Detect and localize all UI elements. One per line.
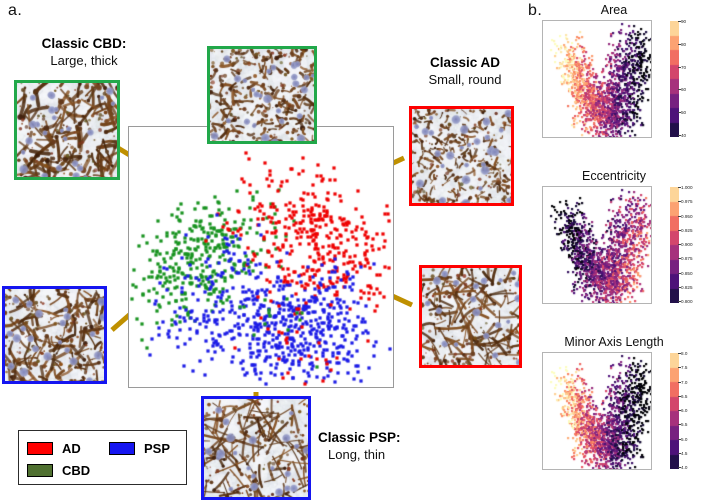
histology-image-ad-right xyxy=(422,268,519,365)
panel-b-letter: b. xyxy=(528,2,543,19)
psp-inset-bottom xyxy=(201,396,311,500)
panel-a-letter: a. xyxy=(8,2,23,19)
mini-plot-minor-axis-length xyxy=(542,352,652,470)
colorbar-tick-label: 0.925 xyxy=(678,227,693,233)
colorbar-tick-label: 4.0 xyxy=(677,465,688,470)
colorbar-tick-label: 6.0 xyxy=(677,408,688,413)
colorbar-area xyxy=(670,21,679,137)
mini-chart-eccentricity: Eccentricity 1.000 0.975 0.950 0.925 0.900 0.… xyxy=(520,168,708,304)
tsne-main-canvas xyxy=(129,127,393,387)
legend-label-cbd: CBD xyxy=(62,462,91,478)
legend: AD PSP CBD xyxy=(18,430,187,485)
cbd-inset-top xyxy=(207,46,317,144)
ad-inset-right xyxy=(419,265,522,368)
panel-a-tsne-overview: a. Classic CBD: Large, thick Classic AD … xyxy=(2,2,522,500)
colorbar-tick-label: 70 xyxy=(677,64,687,70)
annotation-ad-title: Classic AD xyxy=(429,55,501,70)
tsne-main-plot xyxy=(128,126,394,388)
colorbar-tick-label: 4.5 xyxy=(677,450,688,456)
histology-image-psp-bottom xyxy=(204,399,308,497)
mini-chart-minor-axis-length: Minor Axis Length 8.0 7.5 7.0 6.5 6.0 5.5 5.0 4… xyxy=(520,334,708,470)
legend-swatch-psp xyxy=(109,441,135,455)
colorbar-tick-label: 40 xyxy=(677,133,687,138)
colorbar-ticks-minor-axis-length: 8.0 7.5 7.0 6.5 6.0 5.5 5.0 4.5 4.0 xyxy=(677,351,708,470)
histology-image-cbd-top xyxy=(210,49,314,141)
histology-image-ad-top xyxy=(412,109,511,203)
mini-canvas-eccentricity xyxy=(543,187,651,303)
mini-canvas-area xyxy=(543,21,651,137)
colorbar-tick-label: 1.000 xyxy=(678,185,693,190)
colorbar-tick-label: 5.5 xyxy=(677,422,688,428)
histology-image-cbd-left xyxy=(17,83,117,177)
mini-chart-eccentricity-title: Eccentricity xyxy=(582,169,646,183)
mini-chart-minor-axis-length-title: Minor Axis Length xyxy=(564,335,664,349)
legend-swatch-cbd xyxy=(27,463,53,477)
annotation-ad-desc: Small, round xyxy=(428,71,502,87)
annotation-psp-title: Classic PSP: xyxy=(318,430,401,445)
annotation-classic-cbd: Classic CBD: Large, thick xyxy=(14,36,154,69)
mini-canvas-minor-axis-length xyxy=(543,353,651,469)
legend-item-cbd: CBD xyxy=(27,463,109,478)
colorbar-tick-label: 0.975 xyxy=(678,199,693,205)
colorbar-tick-label: 90 xyxy=(677,19,687,24)
colorbar-tick-label: 7.5 xyxy=(677,365,688,371)
colorbar-tick-label: 0.950 xyxy=(678,213,693,219)
legend-label-ad: AD xyxy=(62,440,81,456)
mini-chart-area: Area 90 80 70 60 50 40 xyxy=(520,2,708,138)
colorbar-tick-label: 6.5 xyxy=(677,393,688,399)
legend-item-ad: AD xyxy=(27,441,109,456)
annotation-cbd-desc: Large, thick xyxy=(50,52,118,68)
legend-label-psp: PSP xyxy=(144,440,171,456)
colorbar-tick-label: 0.825 xyxy=(678,284,693,290)
histology-image-psp-left xyxy=(5,289,104,381)
mini-plot-area xyxy=(542,20,652,138)
cbd-inset-left xyxy=(14,80,120,180)
legend-item-psp: PSP xyxy=(109,441,170,456)
colorbar-tick-label: 0.850 xyxy=(678,270,693,276)
colorbar-tick-label: 80 xyxy=(677,41,687,47)
psp-inset-left xyxy=(2,286,107,384)
panel-b-feature-maps: b. Area 90 80 70 60 50 40 Eccentricity 1.000 0… xyxy=(520,0,708,503)
colorbar-tick-label: 60 xyxy=(677,87,687,93)
colorbar-tick-label: 0.800 xyxy=(678,299,693,304)
colorbar-eccentricity xyxy=(670,187,679,303)
ad-inset-top xyxy=(409,106,514,206)
mini-plot-eccentricity xyxy=(542,186,652,304)
annotation-classic-ad: Classic AD Small, round xyxy=(410,55,520,88)
colorbar-tick-label: 7.0 xyxy=(677,379,688,385)
colorbar-minor-axis-length xyxy=(670,353,679,469)
annotation-cbd-title: Classic CBD: xyxy=(41,36,127,51)
annotation-classic-psp: Classic PSP: Long, thin xyxy=(318,430,438,463)
colorbar-tick-label: 5.0 xyxy=(677,436,688,442)
colorbar-tick-label: 0.900 xyxy=(678,242,693,247)
legend-swatch-ad xyxy=(27,441,53,455)
colorbar-tick-label: 0.875 xyxy=(678,256,693,262)
mini-chart-area-title: Area xyxy=(600,3,628,17)
colorbar-tick-label: 50 xyxy=(677,110,687,116)
colorbar-ticks-eccentricity: 1.000 0.975 0.950 0.925 0.900 0.875 0.850 0.825… xyxy=(678,185,708,304)
colorbar-ticks-area: 90 80 70 60 50 40 xyxy=(677,19,708,138)
colorbar-tick-label: 8.0 xyxy=(677,351,688,356)
annotation-psp-desc: Long, thin xyxy=(328,446,386,462)
